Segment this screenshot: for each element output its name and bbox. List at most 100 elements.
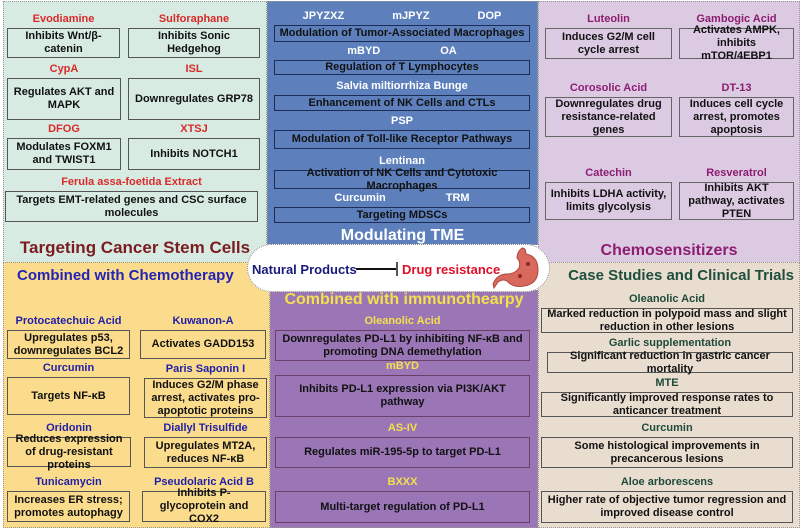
effect-box: Induces cell cycle arrest, promotes apop… bbox=[679, 97, 794, 137]
compound-name: Gambogic Acid bbox=[696, 13, 777, 25]
compound-name: JPYZXZ bbox=[302, 10, 345, 22]
compound-labels: Tunicamycin bbox=[7, 476, 130, 489]
compound-name: Pseudolaric Acid B bbox=[154, 476, 254, 488]
compound-name: Corosolic Acid bbox=[569, 82, 648, 94]
compound-name: Aloe arborescens bbox=[620, 476, 714, 488]
compound-name: BXXX bbox=[387, 476, 418, 488]
compound-name: CypA bbox=[49, 63, 79, 75]
compound-name: DOP bbox=[477, 10, 502, 22]
effect-box: Inhibits Sonic Hedgehog bbox=[128, 28, 260, 58]
compound-labels: Garlic supplementation bbox=[547, 337, 793, 350]
effect-box: Multi-target regulation of PD-L1 bbox=[275, 491, 530, 523]
compound-name: OA bbox=[440, 45, 457, 57]
effect-box: Some histological improvements in precan… bbox=[541, 437, 793, 468]
compound-name: Oleanolic Acid bbox=[628, 293, 705, 305]
compound-name: Protocatechuic Acid bbox=[15, 315, 122, 327]
compound-name: DFOG bbox=[48, 123, 80, 135]
compound-labels: mBYD OA bbox=[274, 45, 530, 58]
compound-name: Curcumin bbox=[42, 362, 95, 374]
effect-box: Downregulates GRP78 bbox=[128, 78, 260, 120]
effect-box: Inhibits PD-L1 expression via PI3K/AKT p… bbox=[275, 375, 530, 417]
effect-box: Modulation of Tumor-Associated Macrophag… bbox=[274, 25, 530, 42]
effect-box: Higher rate of objective tumor regressio… bbox=[541, 491, 793, 523]
compound-labels: Paris Saponin I bbox=[144, 363, 267, 376]
compound-name: Tunicamycin bbox=[35, 476, 102, 488]
compound-labels: ISL bbox=[128, 63, 260, 76]
natural-products-label: Natural Products bbox=[252, 262, 357, 277]
compound-name: TRM bbox=[445, 192, 470, 204]
compound-name: Oridonin bbox=[46, 422, 92, 434]
compound-labels: Curcumin bbox=[7, 362, 130, 375]
effect-box: Inhibits NOTCH1 bbox=[128, 138, 260, 170]
compound-name: Luteolin bbox=[587, 13, 630, 25]
effect-box: Activation of NK Cells and Cytotoxic Mac… bbox=[274, 167, 530, 192]
compound-name: PSP bbox=[390, 115, 413, 127]
compound-name: Ferula assa-foetida Extract bbox=[61, 176, 202, 188]
panel-title: Case Studies and Clinical Trials bbox=[568, 267, 794, 284]
compound-labels: JPYZXZ mJPYZ DOP bbox=[274, 10, 530, 23]
effect-box: Regulation of T Lymphocytes bbox=[274, 60, 530, 75]
compound-name: mBYD bbox=[385, 360, 419, 372]
effect-box: Induces G2/M phase arrest, activates pro… bbox=[144, 378, 267, 418]
compound-labels: PSP bbox=[274, 115, 530, 128]
effect-box: Targets NF-κB bbox=[7, 377, 130, 415]
compound-labels: Diallyl Trisulfide bbox=[144, 422, 267, 435]
effect-box: Marked reduction in polypoid mass and sl… bbox=[541, 308, 793, 333]
panel-title: Modulating TME bbox=[340, 227, 465, 244]
effect-box: Downregulates drug resistance-related ge… bbox=[545, 97, 672, 137]
compound-labels: Oridonin bbox=[7, 422, 131, 435]
compound-labels: Lentinan bbox=[274, 155, 530, 168]
effect-box: Inhibits AKT pathway, activates PTEN bbox=[679, 182, 794, 220]
compound-labels: Salvia miltiorrhiza Bunge bbox=[274, 80, 530, 93]
inhibition-arrow-icon bbox=[356, 262, 400, 281]
compound-labels: CypA bbox=[7, 63, 121, 76]
compound-labels: Oleanolic Acid bbox=[275, 315, 530, 328]
drug-resistance-label: Drug resistance bbox=[402, 262, 501, 277]
effect-box: Targets EMT-related genes and CSC surfac… bbox=[5, 191, 258, 222]
effect-box: Significantly improved response rates to… bbox=[541, 392, 793, 417]
center-oval bbox=[247, 244, 550, 292]
compound-name: Catechin bbox=[585, 167, 632, 179]
compound-name: Evodiamine bbox=[32, 13, 95, 25]
compound-name: Paris Saponin I bbox=[165, 363, 246, 375]
compound-name: Resveratrol bbox=[706, 167, 767, 179]
effect-box: Regulates miR-195-5p to target PD-L1 bbox=[275, 437, 530, 468]
effect-box: Targeting MDSCs bbox=[274, 207, 530, 223]
panel-title: Targeting Cancer Stem Cells bbox=[19, 238, 251, 257]
compound-labels: Curcumin bbox=[541, 422, 793, 435]
compound-name: Curcumin bbox=[334, 192, 386, 204]
compound-name: ISL bbox=[185, 63, 203, 75]
panel-title: Combined with Chemotherapy bbox=[17, 267, 234, 284]
compound-name: MTE bbox=[655, 377, 679, 389]
compound-labels: MTE bbox=[541, 377, 793, 390]
compound-labels: Ferula assa-foetida Extract bbox=[5, 176, 258, 189]
compound-labels: BXXX bbox=[275, 476, 530, 489]
compound-name: AS-IV bbox=[387, 422, 418, 434]
effect-box: Modulates FOXM1 and TWIST1 bbox=[7, 138, 121, 170]
panel-immuno bbox=[270, 290, 538, 528]
compound-labels: Aloe arborescens bbox=[541, 476, 793, 489]
compound-labels: mBYD bbox=[275, 360, 530, 373]
compound-labels: Gambogic Acid bbox=[679, 13, 794, 26]
compound-labels: Luteolin bbox=[545, 13, 672, 26]
effect-box: Inhibits LDHA activity, limits glycolysi… bbox=[545, 182, 672, 220]
effect-box: Inhibits P-glycoprotein and COX2 bbox=[142, 487, 266, 525]
compound-name: mBYD bbox=[347, 45, 381, 57]
effect-box: Downregulates PD-L1 by inhibiting NF-κB … bbox=[275, 330, 530, 361]
panel-title: Combined with immunothearpy bbox=[284, 291, 524, 308]
compound-labels: Oleanolic Acid bbox=[541, 293, 793, 306]
compound-labels: Resveratrol bbox=[679, 167, 794, 180]
effect-box: Significant reduction in gastric cancer … bbox=[547, 350, 793, 375]
compound-labels: Evodiamine bbox=[7, 13, 120, 26]
compound-labels: AS-IV bbox=[275, 422, 530, 435]
panel-csc bbox=[3, 1, 267, 263]
compound-labels: Curcumin TRM bbox=[274, 192, 530, 205]
compound-name: Kuwanon-A bbox=[172, 315, 234, 327]
compound-name: Sulforaphane bbox=[158, 13, 230, 25]
effect-box: Upregulates MT2A, reduces NF-κB bbox=[144, 437, 267, 468]
compound-labels: Catechin bbox=[545, 167, 672, 180]
compound-name: XTSJ bbox=[180, 123, 208, 135]
compound-name: mJPYZ bbox=[392, 10, 430, 22]
compound-labels: Kuwanon-A bbox=[140, 315, 266, 328]
effect-box: Modulation of Toll-like Receptor Pathway… bbox=[274, 130, 530, 149]
